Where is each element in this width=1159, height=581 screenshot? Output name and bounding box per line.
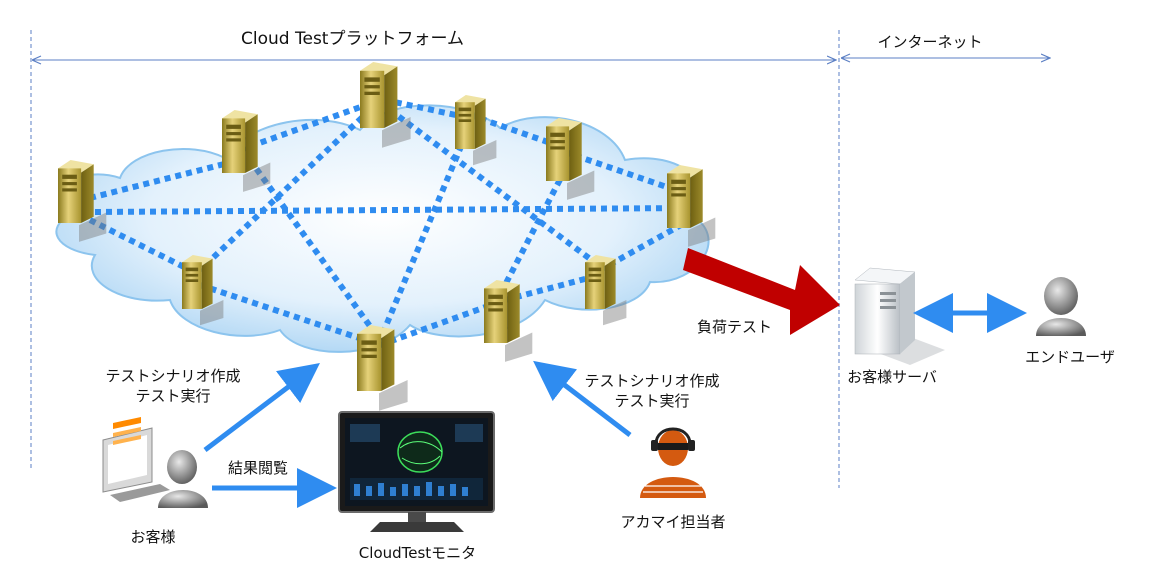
akamai-scenario-label-line2: テスト実行	[614, 392, 690, 410]
akamai-staff-label: アカマイ担当者	[620, 513, 726, 531]
view-results-label: 結果閲覧	[228, 459, 289, 477]
pc-icon	[102, 417, 170, 502]
end-user-label: エンドユーザ	[1025, 348, 1115, 366]
platform-label: Cloud Testプラットフォーム	[241, 29, 464, 49]
akamai-scenario-arrow	[533, 360, 632, 437]
load-test-arrow	[683, 248, 840, 335]
customer-label: お客様	[130, 528, 176, 546]
server-icon	[357, 325, 408, 411]
customer-scenario-arrow	[203, 362, 320, 452]
load-test-label: 負荷テスト	[697, 318, 773, 336]
customer-server-label: お客様サーバ	[847, 368, 937, 386]
customer-scenario-label-line2: テスト実行	[135, 387, 211, 405]
monitor-icon	[338, 411, 495, 532]
customer-scenario-label-line1: テストシナリオ作成	[105, 367, 241, 385]
user-icon	[1036, 277, 1086, 336]
akamai-scenario-label-line1: テストシナリオ作成	[584, 372, 720, 390]
user-icon	[158, 450, 208, 508]
operator-headset-icon	[640, 427, 706, 498]
monitor-label: CloudTestモニタ	[358, 544, 477, 562]
internet-label: インターネット	[877, 33, 983, 51]
customer-server-icon	[854, 267, 945, 365]
network-mesh	[88, 97, 692, 348]
